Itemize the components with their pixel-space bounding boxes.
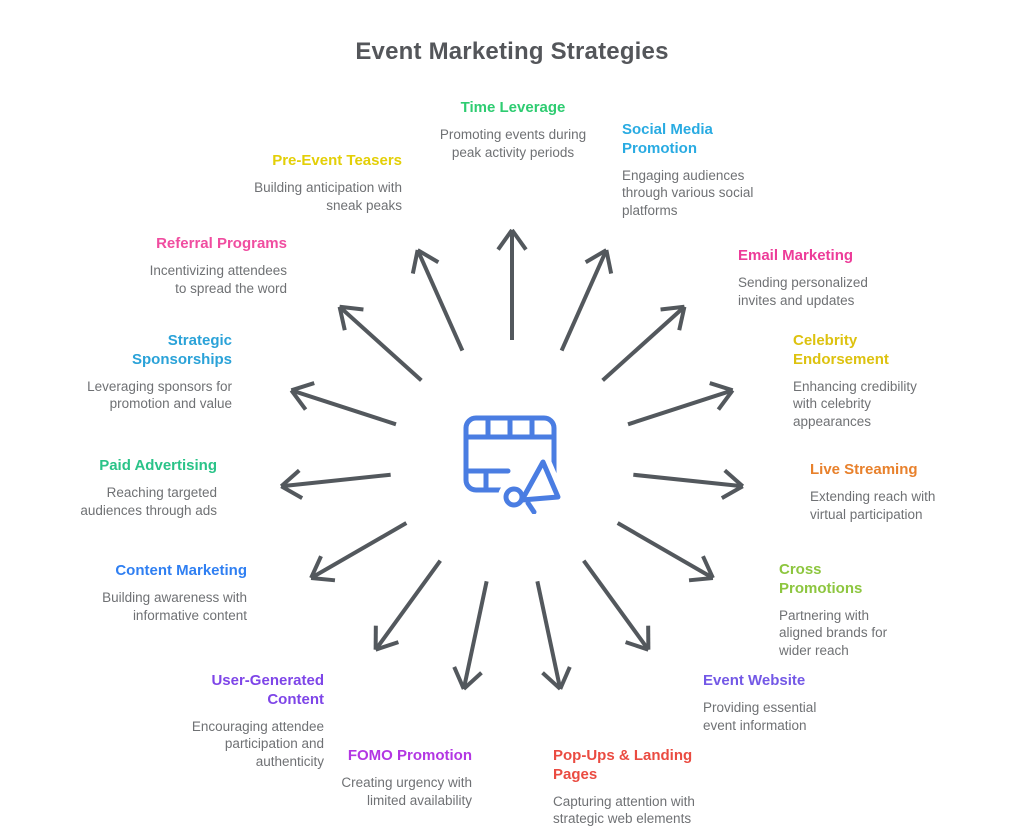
strategy-description-referral-programs: Incentivizing attendees to spread the wo…	[149, 262, 287, 296]
arrow-pop-ups-landing-pages	[535, 580, 572, 691]
arrow-fomo-promotion	[452, 580, 489, 691]
arrow-pre-event-teasers	[410, 248, 465, 352]
megaphone-mouthpiece	[503, 486, 525, 508]
strategy-description-paid-advertising: Reaching targeted audiences through ads	[80, 484, 217, 518]
strategy-title-event-website: Event Website	[703, 672, 806, 689]
page-title: Event Marketing Strategies	[355, 38, 669, 65]
strategy-description-social-media-promotion: Engaging audiences through various socia…	[622, 167, 754, 219]
strategy-description-pop-ups-landing-pages: Capturing attention with strategic web e…	[553, 793, 695, 827]
strategy-title-live-streaming: Live Streaming	[810, 461, 918, 478]
arrow-event-website	[582, 559, 651, 652]
strategy-title-celebrity-endorsement: Celebrity Endorsement	[793, 332, 889, 368]
arrow-user-generated-content	[373, 559, 442, 652]
arrow-email-marketing	[601, 304, 687, 382]
strategy-description-time-leverage: Promoting events during peak activity pe…	[439, 126, 587, 160]
arrow-live-streaming	[633, 468, 745, 500]
strategy-title-pop-ups-landing-pages: Pop-Ups & Landing Pages	[553, 747, 693, 783]
arrow-strategic-sponsorships	[289, 381, 397, 427]
film-megaphone-icon	[458, 410, 570, 515]
strategy-title-strategic-sponsorships: Strategic Sponsorships	[131, 332, 232, 368]
strategy-description-pre-event-teasers: Building anticipation with sneak peaks	[254, 179, 402, 213]
strategy-description-event-website: Providing essential event information	[703, 699, 817, 733]
strategy-title-cross-promotions: Cross Promotions	[779, 561, 863, 597]
strategy-title-content-marketing: Content Marketing	[115, 562, 247, 579]
megaphone-horn	[519, 459, 561, 503]
strategy-title-social-media-promotion: Social Media Promotion	[622, 121, 713, 157]
strategy-description-strategic-sponsorships: Leveraging sponsors for promotion and va…	[87, 378, 232, 412]
arrow-content-marketing	[309, 521, 408, 583]
arrow-time-leverage	[496, 228, 528, 340]
strategy-title-paid-advertising: Paid Advertising	[99, 457, 217, 474]
strategy-description-live-streaming: Extending reach with virtual participati…	[810, 488, 936, 522]
arrow-referral-programs	[337, 304, 423, 382]
strategy-description-fomo-promotion: Creating urgency with limited availabili…	[341, 774, 472, 808]
strategy-description-cross-promotions: Partnering with aligned brands for wider…	[779, 607, 888, 659]
strategy-description-celebrity-endorsement: Enhancing credibility with celebrity app…	[793, 378, 917, 430]
arrow-celebrity-endorsement	[627, 381, 735, 427]
arrow-paid-advertising	[279, 468, 391, 500]
strategy-description-user-generated-content: Encouraging attendee participation and a…	[191, 718, 324, 770]
strategy-description-content-marketing: Building awareness with informative cont…	[102, 589, 247, 623]
arrow-cross-promotions	[616, 521, 715, 583]
megaphone-handle	[525, 500, 537, 515]
strategy-title-referral-programs: Referral Programs	[156, 235, 287, 252]
strategy-title-fomo-promotion: FOMO Promotion	[347, 747, 472, 764]
strategy-title-user-generated-content: User-Generated Content	[211, 672, 324, 708]
strategy-description-email-marketing: Sending personalized invites and updates	[738, 274, 868, 308]
arrow-social-media-promotion	[559, 248, 614, 352]
strategy-title-time-leverage: Time Leverage	[460, 99, 566, 116]
strategy-title-email-marketing: Email Marketing	[738, 247, 854, 264]
strategy-title-pre-event-teasers: Pre-Event Teasers	[272, 152, 402, 169]
